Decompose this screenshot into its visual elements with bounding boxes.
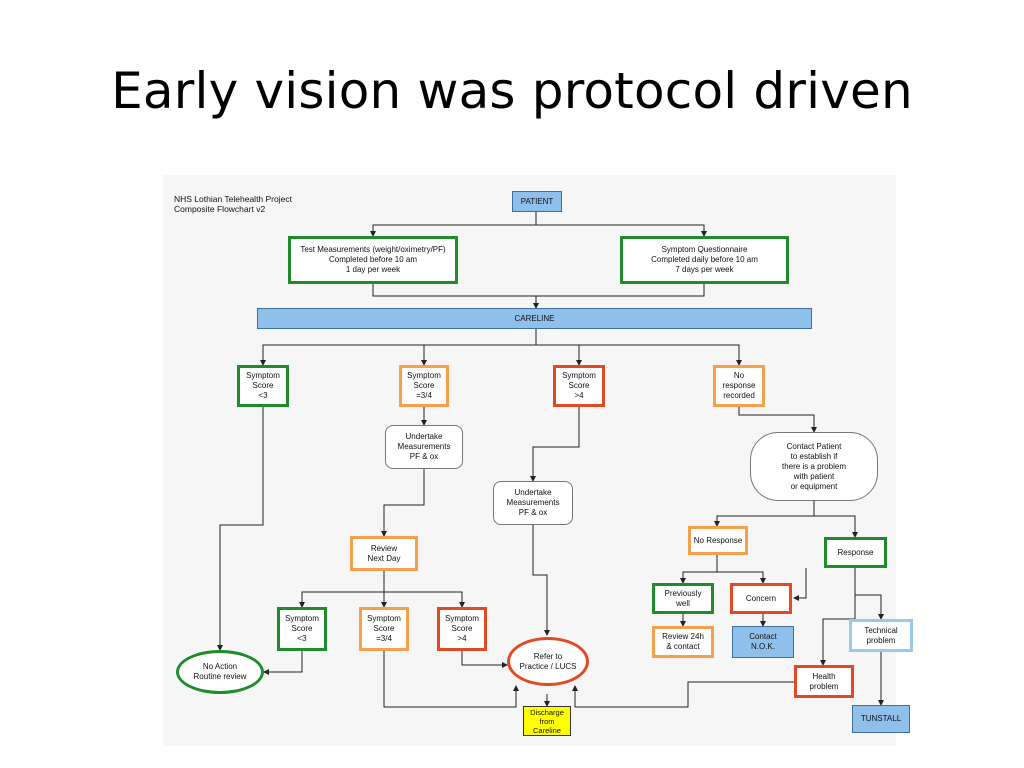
node-contact-patient: Contact Patient to establish if there is… — [750, 432, 878, 501]
node-symptom-score2-gt4: Symptom Score >4 — [437, 607, 487, 651]
slide-title: Early vision was protocol driven — [111, 62, 913, 120]
node-careline-label: CARELINE — [514, 313, 555, 323]
node-review-next-day: Review Next Day — [350, 536, 418, 571]
node-tunstall: TUNSTALL — [852, 705, 910, 733]
node-symptom-score2-lt3-label: Symptom Score <3 — [285, 614, 319, 643]
node-symptom-questionnaire-label: Symptom Questionnaire Completed daily be… — [651, 245, 758, 274]
node-health-problem: Health problem — [794, 665, 854, 698]
node-concern: Concern — [730, 583, 792, 614]
node-response: Response — [824, 537, 887, 568]
node-undertake-measurements-2: Undertake Measurements PF & ox — [493, 481, 573, 525]
node-symptom-score-34-label: Symptom Score =3/4 — [407, 371, 441, 400]
node-test-measurements: Test Measurements (weight/oximetry/PF) C… — [288, 236, 458, 284]
node-discharge: Discharge from Careline — [523, 706, 571, 736]
node-undertake-measurements-2-label: Undertake Measurements PF & ox — [506, 488, 560, 517]
node-previously-well-label: Previously well — [664, 588, 702, 608]
node-symptom-score2-gt4-label: Symptom Score >4 — [445, 614, 479, 643]
node-contact-nok-label: Contact N.O.K. — [749, 632, 777, 651]
node-undertake-measurements-1: Undertake Measurements PF & ox — [385, 425, 463, 469]
node-symptom-score-34: Symptom Score =3/4 — [399, 365, 449, 407]
node-patient-label: PATIENT — [520, 196, 554, 206]
node-symptom-score-lt3-label: Symptom Score <3 — [246, 371, 280, 400]
node-no-response-recorded-label: No response recorded — [722, 371, 756, 400]
node-symptom-score2-34-label: Symptom Score =3/4 — [367, 614, 401, 643]
node-refer-practice: Refer to Practice / LUCS — [507, 637, 589, 686]
connector-lines — [217, 212, 884, 708]
node-symptom-questionnaire: Symptom Questionnaire Completed daily be… — [620, 236, 789, 284]
caption-line-1: NHS Lothian Telehealth Project — [174, 194, 292, 204]
node-patient: PATIENT — [512, 191, 562, 212]
node-no-action-label: No Action Routine review — [193, 662, 247, 681]
node-no-action: No Action Routine review — [176, 650, 264, 694]
node-contact-patient-label: Contact Patient to establish if there is… — [781, 441, 847, 491]
node-discharge-label: Discharge from Careline — [530, 707, 564, 735]
node-undertake-measurements-1-label: Undertake Measurements PF & ox — [397, 432, 451, 461]
node-review-next-day-label: Review Next Day — [367, 543, 401, 563]
node-refer-practice-label: Refer to Practice / LUCS — [519, 651, 577, 671]
node-symptom-score-gt4: Symptom Score >4 — [553, 365, 605, 407]
node-health-problem-label: Health problem — [809, 671, 839, 691]
node-no-response: No Response — [688, 526, 748, 555]
flowchart: NHS Lothian Telehealth Project Composite… — [163, 175, 913, 746]
node-previously-well: Previously well — [652, 583, 714, 614]
node-technical-problem-label: Technical problem — [864, 625, 898, 645]
node-no-response-recorded: No response recorded — [713, 365, 765, 407]
node-concern-label: Concern — [745, 593, 777, 603]
node-response-label: Response — [837, 547, 874, 557]
node-careline: CARELINE — [257, 308, 812, 329]
caption-line-2: Composite Flowchart v2 — [174, 204, 266, 214]
node-test-measurements-label: Test Measurements (weight/oximetry/PF) C… — [300, 245, 446, 274]
node-symptom-score-lt3: Symptom Score <3 — [237, 365, 289, 407]
node-technical-problem: Technical problem — [849, 619, 913, 652]
node-no-response-label: No Response — [693, 535, 743, 545]
node-review-24h-label: Review 24h & contact — [662, 632, 704, 651]
node-symptom-score2-lt3: Symptom Score <3 — [277, 607, 327, 651]
node-contact-nok: Contact N.O.K. — [732, 626, 794, 658]
flowchart-caption: NHS Lothian Telehealth Project Composite… — [174, 194, 292, 214]
node-review-24h: Review 24h & contact — [652, 626, 714, 658]
node-symptom-score2-34: Symptom Score =3/4 — [359, 607, 409, 651]
node-tunstall-label: TUNSTALL — [860, 714, 902, 723]
node-symptom-score-gt4-label: Symptom Score >4 — [562, 371, 596, 400]
